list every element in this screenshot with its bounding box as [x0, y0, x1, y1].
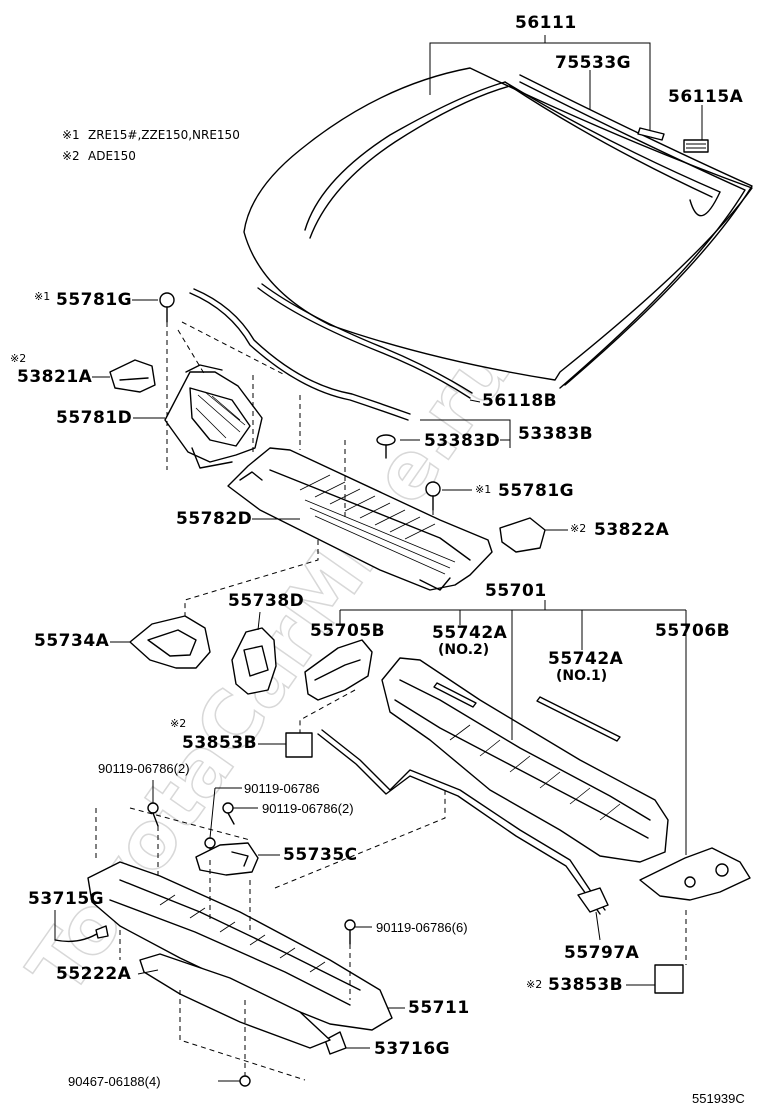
label-55797A[interactable]: 55797A — [564, 943, 640, 963]
label-55742A-no2-sub: (NO.2) — [438, 642, 489, 658]
hose-55797A — [317, 729, 609, 915]
bracket-55781D — [164, 364, 263, 469]
weatherstrip-56118B — [257, 287, 471, 399]
label-55781D[interactable]: 55781D — [56, 408, 132, 428]
glass-clip — [637, 127, 665, 141]
label-53822A[interactable]: 53822A — [594, 520, 670, 540]
label-53821A-mark: ※2 — [10, 352, 26, 365]
panel-55701 — [381, 657, 669, 863]
panel-55711 — [87, 861, 393, 1031]
seal-55738D — [231, 627, 277, 695]
clip-53383D — [376, 434, 396, 459]
label-55735C[interactable]: 55735C — [283, 845, 358, 865]
bolt-90467 — [239, 1075, 251, 1087]
note-2-text: ADE150 — [88, 149, 136, 163]
label-90119-b[interactable]: 90119-06786 — [244, 781, 320, 796]
label-90119-d[interactable]: 90119-06786(6) — [376, 920, 468, 935]
bracket-53821A — [109, 359, 156, 393]
label-55734A[interactable]: 55734A — [34, 631, 110, 651]
label-90467[interactable]: 90467-06188(4) — [68, 1074, 161, 1089]
label-53853B-a-mark: ※2 — [170, 717, 186, 730]
clip-53716G — [324, 1031, 347, 1055]
label-53821A[interactable]: 53821A — [17, 367, 93, 387]
label-56111[interactable]: 56111 — [515, 13, 577, 33]
label-55742A-no1[interactable]: 55742A — [548, 649, 624, 669]
seal-55742A-no2 — [433, 682, 477, 708]
note-1: ※1 ZRE15#,ZZE150,NRE150 — [62, 128, 240, 142]
label-55781G-a[interactable]: 55781G — [56, 290, 132, 310]
bracket-55735C — [195, 842, 259, 876]
note-1-text: ZRE15#,ZZE150,NRE150 — [88, 128, 240, 142]
windshield-molding — [519, 74, 753, 389]
label-75533G[interactable]: 75533G — [555, 53, 631, 73]
windshield-glass — [243, 67, 753, 381]
bracket-55706B — [639, 847, 751, 901]
duct-55734A — [129, 615, 211, 669]
pad-53853B-a — [285, 732, 313, 758]
label-56118B[interactable]: 56118B — [482, 391, 557, 411]
label-53716G[interactable]: 53716G — [374, 1039, 450, 1059]
cowl-seal — [189, 292, 409, 421]
label-53853B-a[interactable]: 53853B — [182, 733, 257, 753]
bolt-90119-c — [222, 802, 235, 825]
label-55781G-a-mark: ※1 — [34, 290, 50, 303]
cover-55222A — [139, 953, 331, 1049]
note-2: ※2 ADE150 — [62, 149, 136, 163]
label-55711[interactable]: 55711 — [408, 998, 470, 1018]
label-53383B[interactable]: 53383B — [518, 424, 593, 444]
label-55782D[interactable]: 55782D — [176, 509, 252, 529]
label-53853B-b-mark: ※2 — [526, 978, 542, 991]
figure-code: 551939C — [692, 1091, 745, 1106]
label-55705B[interactable]: 55705B — [310, 621, 385, 641]
clip-55781G-b — [425, 481, 441, 511]
label-53715G[interactable]: 53715G — [28, 889, 104, 909]
seal-55742A-no1 — [536, 696, 621, 742]
label-55781G-b[interactable]: 55781G — [498, 481, 574, 501]
label-53853B-b[interactable]: 53853B — [548, 975, 623, 995]
label-90119-c[interactable]: 90119-06786(2) — [262, 801, 354, 816]
label-55222A[interactable]: 55222A — [56, 964, 132, 984]
bolt-90119-d — [344, 919, 356, 945]
label-55742A-no1-sub: (NO.1) — [556, 668, 607, 684]
pad-53853B-b — [654, 964, 684, 994]
label-90119-a[interactable]: 90119-06786(2) — [98, 761, 190, 776]
label-55781G-b-mark: ※1 — [475, 483, 491, 496]
note-2-mark: ※2 — [62, 149, 80, 163]
clip-56115A — [683, 139, 709, 153]
label-56115A[interactable]: 56115A — [668, 87, 744, 107]
note-1-mark: ※1 — [62, 128, 80, 142]
bolt-90119-a — [147, 802, 159, 827]
label-53383D[interactable]: 53383D — [424, 431, 500, 451]
label-55706B[interactable]: 55706B — [655, 621, 730, 641]
label-55701[interactable]: 55701 — [485, 581, 547, 601]
clip-55781G-a — [159, 292, 175, 323]
label-55742A-no2[interactable]: 55742A — [432, 623, 508, 643]
cowl-top-55782D — [227, 447, 493, 591]
bracket-55705B — [304, 639, 373, 701]
label-53822A-mark: ※2 — [570, 522, 586, 535]
label-55738D[interactable]: 55738D — [228, 591, 304, 611]
bracket-53822A — [499, 517, 546, 553]
